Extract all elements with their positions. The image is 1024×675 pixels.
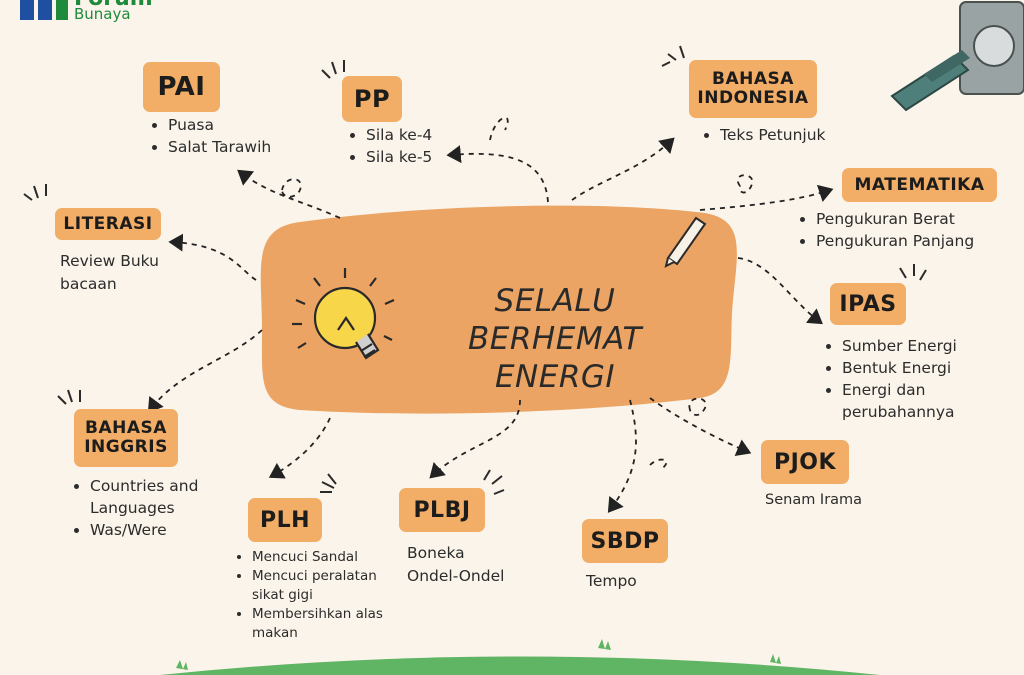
list-bahasa-indonesia: Teks Petunjuk [702, 124, 826, 146]
list-item: Membersihkan alas makan [252, 605, 412, 643]
list-item: Sumber Energi [842, 335, 992, 357]
label-matematika: MATEMATIKA [842, 168, 997, 202]
list-pai: Puasa Salat Tarawih [150, 114, 271, 158]
text-line: Boneka [407, 544, 465, 562]
label-line: BAHASA [712, 68, 794, 89]
list-ipas: Sumber Energi Bentuk Energi Energi dan p… [824, 335, 992, 423]
label-pp: PP [342, 76, 402, 122]
list-item: Salat Tarawih [168, 136, 271, 158]
connector-lines [147, 116, 834, 513]
label-line: BAHASA [85, 417, 167, 438]
pencil-icon [664, 216, 707, 268]
label-plbj: PLBJ [399, 488, 485, 532]
grass-hill [160, 639, 880, 675]
list-item: Teks Petunjuk [720, 124, 826, 146]
list-item: Was/Were [90, 519, 230, 541]
label-sbdp: SBDP [582, 519, 668, 563]
label-line: INDONESIA [697, 88, 809, 108]
text-line: Ondel-Ondel [407, 567, 505, 585]
label-pjok: PJOK [761, 440, 849, 484]
center-title-line1: SELALU BERHEMAT [468, 283, 642, 357]
list-item: Bentuk Energi [842, 357, 992, 379]
list-item: Countries and Languages [90, 475, 230, 519]
label-bahasa-inggris: BAHASA INGGRIS [74, 409, 178, 467]
logo-icon [20, 0, 68, 20]
text-plbj: Boneka Ondel-Ondel [407, 542, 504, 588]
text-line: bacaan [60, 275, 117, 293]
spark-icon [23, 45, 927, 495]
text-sbdp: Tempo [586, 572, 637, 590]
list-item: Sila ke-4 [366, 124, 432, 146]
list-matematika: Pengukuran Berat Pengukuran Panjang [798, 208, 974, 252]
center-title-line2: ENERGI [494, 359, 616, 395]
list-pp: Sila ke-4 Sila ke-5 [348, 124, 432, 168]
brand-sub: Bunaya [74, 5, 131, 23]
power-plug-icon [890, 1, 1024, 112]
list-item: Mencuci peralatan sikat gigi [252, 567, 412, 605]
list-bahasa-inggris: Countries and Languages Was/Were [72, 475, 230, 541]
list-item: Pengukuran Panjang [816, 230, 974, 252]
list-item: Sila ke-5 [366, 146, 432, 168]
list-item: Energi dan perubahannya [842, 379, 992, 423]
brand-name: Forum [74, 0, 153, 11]
label-literasi: LITERASI [55, 208, 161, 240]
text-literasi: Review Buku bacaan [60, 250, 159, 296]
label-line: INGGRIS [84, 437, 168, 457]
center-title: SELALU BERHEMAT ENERGI [405, 282, 705, 396]
lightbulb-icon [292, 268, 395, 360]
list-plh: Mencuci Sandal Mencuci peralatan sikat g… [234, 548, 412, 643]
label-ipas: IPAS [830, 283, 906, 325]
list-item: Pengukuran Berat [816, 208, 974, 230]
label-bahasa-indonesia: BAHASA INDONESIA [689, 60, 817, 118]
center-blob [260, 205, 737, 414]
text-line: Review Buku [60, 252, 160, 270]
label-pai: PAI [143, 62, 220, 112]
text-pjok: Senam Irama [765, 492, 863, 508]
list-item: Puasa [168, 114, 271, 136]
label-plh: PLH [248, 498, 322, 542]
list-item: Mencuci Sandal [252, 548, 412, 567]
